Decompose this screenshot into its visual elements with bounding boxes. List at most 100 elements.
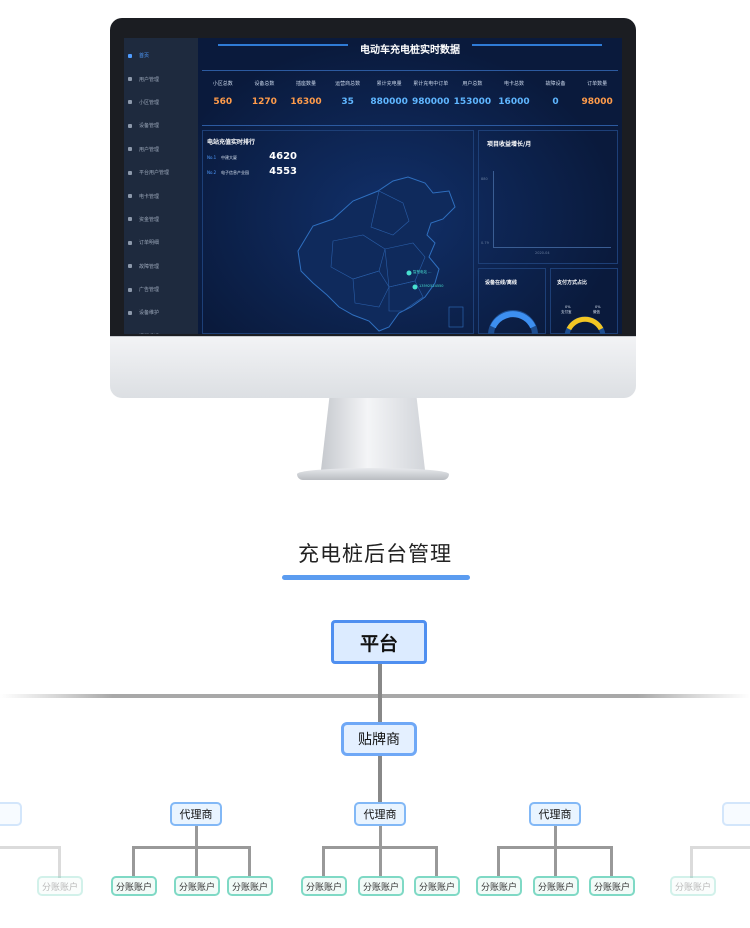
y-tick: 880 (481, 177, 488, 181)
account-node: 分账账户 (476, 876, 522, 896)
account-node: 分账账户 (414, 876, 460, 896)
sidebar-item[interactable]: 设备维护 (124, 301, 198, 324)
payment-panel: 支付方式占比 0% 0% 支付宝 微信 (550, 268, 618, 334)
menu-icon (128, 217, 132, 222)
sidebar-item-label: 小区管理 (139, 99, 160, 106)
map-label: 13592524550 (419, 284, 444, 288)
menu-icon (128, 100, 132, 105)
y-axis (493, 171, 494, 247)
agent-node: 代理商 (354, 802, 406, 826)
sidebar-item[interactable]: 广告管理 (124, 278, 198, 301)
online-donut (488, 310, 538, 334)
sidebar-item[interactable]: 订单明细 (124, 231, 198, 254)
stat-label: 累计充电量 (376, 81, 402, 87)
sidebar-item[interactable]: 设备管理 (124, 114, 198, 137)
sidebar-item[interactable]: 小区管理 (124, 91, 198, 114)
stat-value: 153000 (453, 97, 492, 107)
sidebar-item[interactable]: 问题反馈 (124, 325, 198, 335)
ranking-panel: 电站充值实时排行 No.1 中建大厦 4620 No.2 电子信息产业园 455… (202, 130, 474, 334)
section-underline (282, 575, 470, 580)
growth-title: 项目收益增长/月 (487, 141, 532, 148)
section-title: 充电桩后台管理 (298, 542, 452, 566)
sidebar-item[interactable]: 资金管理 (124, 208, 198, 231)
south-sea-inset (448, 306, 464, 328)
sidebar-item-label: 问题反馈 (139, 333, 159, 335)
payment-label: 0% (595, 305, 601, 309)
dashboard-screen: 首页用户管理小区管理设备管理用户管理平台用户管理电卡管理资金管理订单明细故障管理… (124, 38, 622, 334)
payment-donut (564, 316, 606, 334)
rank-name: 电子信息产业园 (221, 170, 249, 175)
sidebar-item-label: 广告管理 (139, 287, 160, 294)
agent-node-faded (722, 802, 750, 826)
china-map (297, 176, 464, 332)
title-decor-right (472, 44, 602, 46)
stat-label: 用户总数 (462, 81, 483, 87)
menu-icon (128, 77, 132, 82)
monitor-bezel: 首页用户管理小区管理设备管理用户管理平台用户管理电卡管理资金管理订单明细故障管理… (110, 18, 636, 336)
stat-label: 累计充电中订单 (413, 81, 449, 87)
sidebar-item-label: 订单明细 (139, 240, 160, 247)
map-marker (412, 284, 418, 290)
account-node-faded: 分账账户 (37, 876, 83, 896)
sidebar-item-label: 电卡管理 (139, 193, 160, 200)
stat-label: 运营商总数 (335, 81, 361, 87)
sidebar-item[interactable]: 电卡管理 (124, 184, 198, 207)
monitor-stand (321, 398, 425, 470)
title-decor-left (218, 44, 348, 46)
tree-connectors (0, 664, 750, 878)
account-node: 分账账户 (227, 876, 273, 896)
stat-card: 累计充电量 880000 (368, 71, 410, 125)
rank-value: 4620 (269, 151, 297, 162)
stat-label: 故障设备 (545, 81, 566, 87)
rank-no: No.2 (207, 170, 217, 175)
sidebar-item-label: 故障管理 (139, 263, 160, 270)
sidebar-item[interactable]: 故障管理 (124, 255, 198, 278)
menu-icon (128, 123, 132, 128)
stat-value: 16300 (290, 97, 322, 107)
menu-icon (128, 240, 132, 245)
stat-label: 电卡总数 (503, 81, 524, 87)
menu-icon (128, 287, 132, 292)
sidebar-item-label: 资金管理 (139, 216, 160, 223)
stat-label: 小区总数 (212, 81, 233, 87)
stat-value: 880000 (370, 97, 408, 107)
sidebar-item[interactable]: 首页 (124, 44, 198, 67)
agent-node: 代理商 (529, 802, 581, 826)
agent-node: 代理商 (170, 802, 222, 826)
payment-label: 0% (565, 305, 571, 309)
sidebar-item-label: 平台用户管理 (139, 170, 170, 177)
stat-value: 98000 (581, 97, 613, 107)
menu-icon (128, 147, 132, 152)
stat-label: 设备总数 (254, 81, 275, 87)
ranking-row: No.2 电子信息产业园 4553 (207, 166, 297, 177)
stat-label: 订单数量 (587, 81, 608, 87)
sidebar: 首页用户管理小区管理设备管理用户管理平台用户管理电卡管理资金管理订单明细故障管理… (124, 38, 198, 334)
menu-icon (128, 53, 132, 58)
account-node: 分账账户 (533, 876, 579, 896)
x-axis (493, 247, 611, 248)
y-tick: 0.79 (481, 241, 489, 245)
stat-card: 用户总数 153000 (452, 71, 494, 125)
ranking-row: No.1 中建大厦 4620 (207, 151, 297, 162)
sidebar-item[interactable]: 用户管理 (124, 138, 198, 161)
sidebar-item[interactable]: 用户管理 (124, 67, 198, 90)
org-tree: 平台 贴牌商 代理商 代理商 代理商 分账账户分账账户分账账户分账账户分账账户分… (0, 600, 750, 928)
map-marker (406, 270, 412, 276)
stat-card: 累计充电中订单 980000 (410, 71, 452, 125)
growth-panel: 项目收益增长/月 880 0.79 2020-04 (478, 130, 618, 264)
account-node: 分账账户 (174, 876, 220, 896)
rank-no: No.1 (207, 155, 217, 160)
stat-card: 故障设备 0 (535, 71, 577, 125)
stat-value: 560 (213, 97, 233, 107)
account-node: 分账账户 (111, 876, 157, 896)
stat-value: 980000 (411, 97, 450, 107)
account-node: 分账账户 (301, 876, 347, 896)
menu-icon (128, 194, 132, 199)
stat-value: 0 (552, 97, 559, 107)
sidebar-item[interactable]: 平台用户管理 (124, 161, 198, 184)
sidebar-item-label: 用户管理 (139, 146, 160, 153)
